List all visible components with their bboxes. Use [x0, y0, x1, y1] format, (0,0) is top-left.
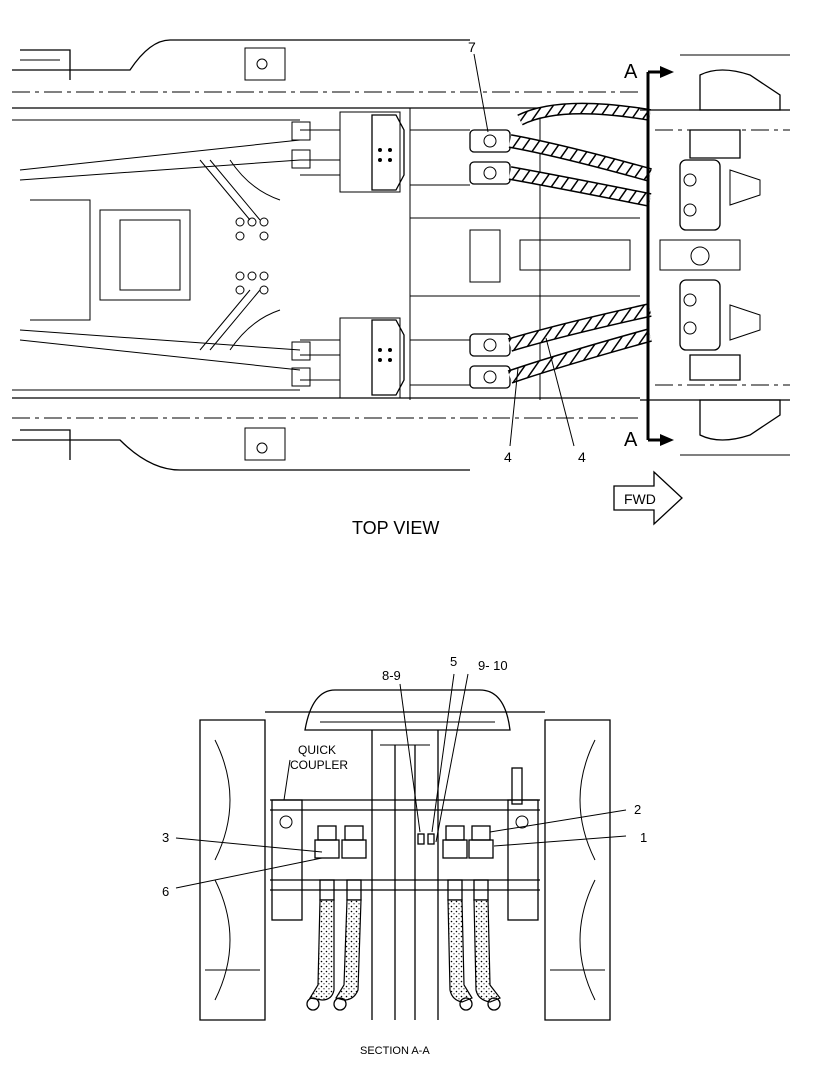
callout-4-left: 4: [504, 449, 512, 465]
callout-1: 1: [640, 830, 647, 845]
top-view-drawing: [12, 39, 790, 526]
section-marker-top: A: [624, 61, 638, 83]
callout-3: 3: [162, 830, 169, 845]
callout-2: 2: [634, 802, 641, 817]
quick-coupler-label-line1: QUICK: [298, 743, 336, 757]
fwd-label: FWD: [624, 491, 656, 507]
section-view-drawing: [175, 673, 627, 1021]
section-view-title: SECTION A-A: [360, 1045, 430, 1057]
callout-4-right: 4: [578, 449, 586, 465]
callout-6: 6: [162, 884, 169, 899]
section-marker-bottom: A: [624, 429, 638, 451]
callout-9-10: 9- 10: [478, 658, 508, 673]
callout-8-9: 8-9: [382, 668, 401, 683]
callout-7: 7: [468, 39, 476, 55]
top-view-title: TOP VIEW: [352, 518, 439, 538]
quick-coupler-label-line2: COUPLER: [290, 758, 348, 772]
callout-5: 5: [450, 654, 457, 669]
